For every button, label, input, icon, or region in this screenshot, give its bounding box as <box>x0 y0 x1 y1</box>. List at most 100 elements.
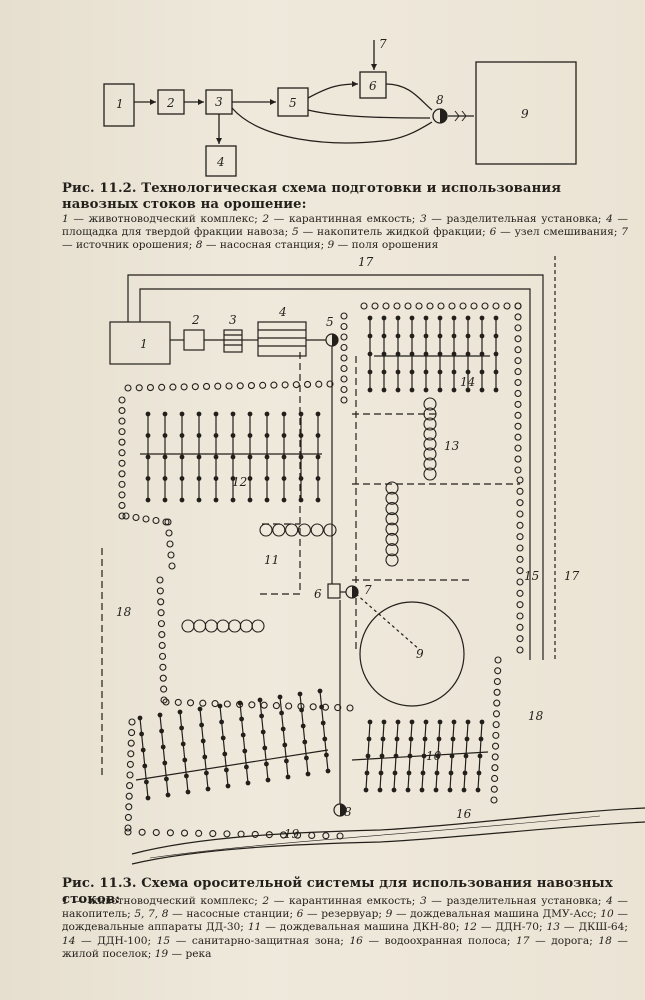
zone-marker <box>135 384 143 392</box>
sprinkler-head <box>257 697 263 703</box>
fig2-label-9: 9 <box>416 647 424 661</box>
legend-text: жилой поселок <box>62 947 148 960</box>
sprinkler-head <box>199 722 205 728</box>
sprinkler-head <box>179 454 185 460</box>
sprinkler-head <box>177 709 183 715</box>
zone-marker <box>118 396 126 404</box>
zone-marker <box>118 501 126 510</box>
fig2-storage-4 <box>257 321 307 357</box>
sprinkler-head <box>479 369 485 375</box>
machine-wheel <box>385 491 399 505</box>
zone-marker <box>203 382 211 390</box>
sprinkler-head <box>162 760 168 766</box>
fig2-label-2: 2 <box>191 313 200 327</box>
sprinkler-head <box>145 454 151 460</box>
zone-marker <box>156 587 164 595</box>
sprinkler-head <box>230 454 236 460</box>
zone-marker <box>516 510 524 518</box>
zone-marker <box>166 829 174 837</box>
sprinkler-head <box>282 742 288 748</box>
machine-wheel <box>272 523 286 537</box>
machine-wheel <box>423 397 437 411</box>
sprinkler-head <box>392 770 398 776</box>
sprinkler-head <box>264 497 270 503</box>
sprinkler-head <box>217 703 223 709</box>
sprinkler-head <box>315 497 321 503</box>
sprinkler-head <box>394 736 400 742</box>
sprinkler-head <box>465 333 471 339</box>
sprinkler-head <box>325 768 331 774</box>
legend-number: 4 <box>606 213 613 225</box>
fig2-reservoir-6 <box>327 583 341 599</box>
figure-11-3-diagram: 1 2 3 4 5 6 7 8 9 10 11 12 13 14 15 16 1… <box>101 255 645 865</box>
sprinkler-head <box>381 387 387 393</box>
sprinkler-head <box>179 433 185 438</box>
sprinkler-head <box>265 777 271 783</box>
fig2-road-17 <box>127 274 544 660</box>
sprinkler-head <box>409 351 415 357</box>
sprinkler-head <box>435 753 441 759</box>
fig2-label-10: 10 <box>426 749 442 763</box>
sprinkler-head <box>179 497 185 503</box>
sprinkler-head <box>237 700 243 706</box>
sprinkler-head <box>180 741 186 747</box>
zone-marker <box>285 702 293 710</box>
zone-marker <box>223 700 231 708</box>
zone-marker <box>152 828 160 837</box>
sprinkler-head <box>305 771 311 777</box>
legend-number: 19 <box>154 947 169 960</box>
fig2-label-13: 13 <box>444 439 460 453</box>
sprinkler-head <box>315 411 321 417</box>
sprinkler-laterals <box>137 315 499 801</box>
sprinkler-head <box>200 738 206 744</box>
sprinkler-head <box>463 753 469 759</box>
sprinkler-head <box>277 694 283 700</box>
sprinkler-head <box>395 351 401 357</box>
fig2-label-17b: 17 <box>564 569 580 583</box>
zone-marker <box>118 480 126 488</box>
sprinkler-head <box>493 333 499 339</box>
legend-text: водоохранная полоса <box>384 934 507 947</box>
zone-marker <box>340 343 348 352</box>
zone-marker <box>493 677 501 686</box>
sprinkler-head <box>260 729 266 735</box>
sprinkler-head <box>145 497 151 503</box>
sprinkler-head <box>421 753 427 759</box>
sprinkler-head <box>280 726 286 732</box>
zone-marker <box>180 829 189 837</box>
fig1-block-6 <box>359 71 387 99</box>
legend-text: дорога <box>551 934 590 947</box>
sprinkler-head <box>202 754 208 760</box>
machine-wheel <box>423 467 437 481</box>
machine-wheel <box>385 502 399 516</box>
zone-marker <box>180 383 188 391</box>
sprinkler-head <box>230 433 236 438</box>
sprinkler-head <box>247 411 253 417</box>
zone-marker <box>124 813 132 821</box>
sprinkler-head <box>159 728 165 734</box>
zone-marker <box>248 701 256 709</box>
sprinkler-head <box>302 739 308 745</box>
zone-marker <box>514 411 522 419</box>
machine-wheel <box>251 619 265 633</box>
sprinkler-head <box>367 387 373 393</box>
fig2-label-15: 15 <box>524 569 539 583</box>
legend-text: карантинная емкость <box>288 213 412 225</box>
zone-marker <box>158 652 167 660</box>
sprinkler-head <box>213 433 219 438</box>
machine-wheel <box>310 523 324 537</box>
sprinkler-head <box>162 433 168 438</box>
sprinkler-head <box>451 369 457 375</box>
zone-marker <box>247 382 255 390</box>
sprinkler-head <box>363 787 369 793</box>
fig2-complex-1 <box>109 321 171 365</box>
machine-wheel <box>385 481 399 495</box>
sprinkler-head <box>264 454 270 460</box>
fig1-label-1: 1 <box>116 97 124 111</box>
sprinkler-head <box>434 770 440 776</box>
zone-marker <box>514 324 522 332</box>
zone-marker <box>127 750 135 758</box>
sprinkler-head <box>145 411 151 417</box>
zone-marker <box>158 630 166 639</box>
sprinkler-head <box>247 454 253 460</box>
